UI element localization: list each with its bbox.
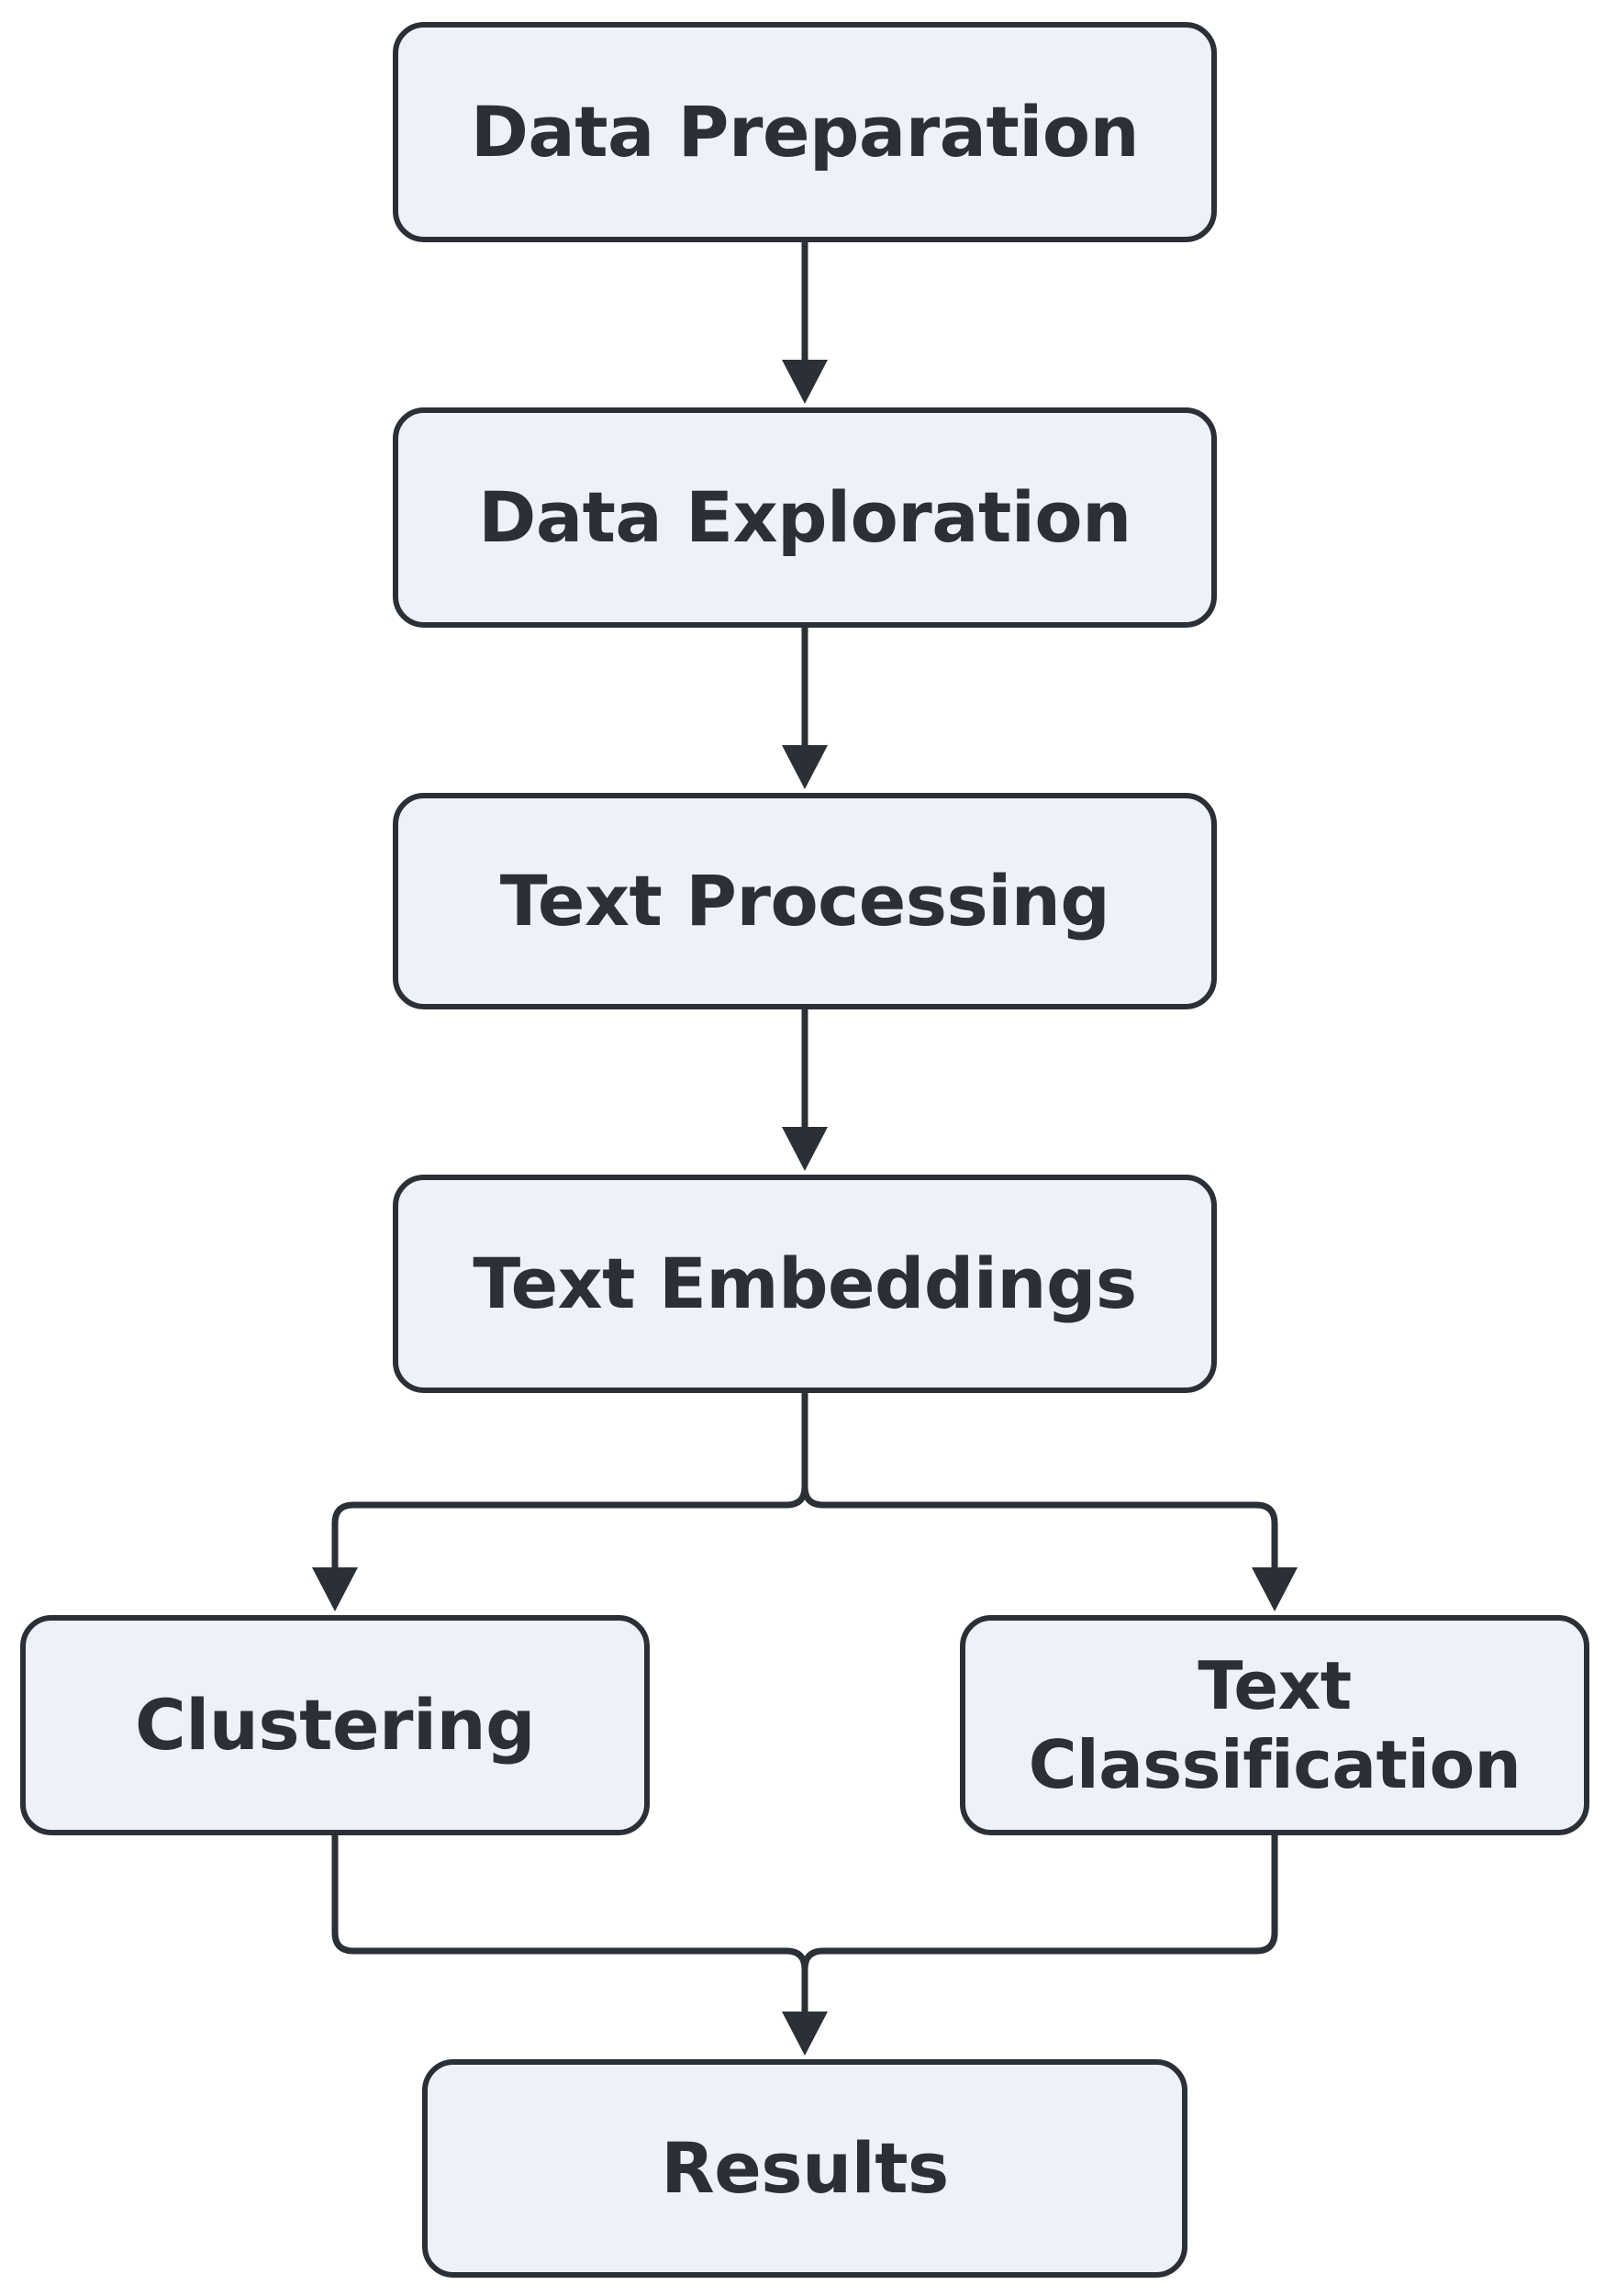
arrowhead-classify [1252,1567,1298,1611]
node-text-embeddings: Text Embeddings [393,1175,1217,1393]
node-label: Data Preparation [470,91,1140,173]
node-data-exploration: Data Exploration [393,407,1217,628]
node-text-processing: Text Processing [393,793,1217,1009]
edge-cluster-to-results [331,1832,808,2019]
edge-classify-to-results [801,1832,1278,1973]
node-label-group: Text Classification [1029,1646,1521,1805]
edge-embed-to-cluster [331,1389,808,1575]
node-results: Results [422,2059,1187,2278]
arrowhead-results [782,2012,828,2056]
node-label: Clustering [134,1684,536,1767]
node-clustering: Clustering [20,1615,650,1835]
node-label: Results [661,2127,949,2210]
node-label: Text Embeddings [473,1243,1137,1325]
node-label-line1: Text [1198,1646,1352,1724]
node-label: Text Processing [499,860,1110,942]
node-text-classification: Text Classification [960,1615,1589,1835]
node-label-line2: Classification [1028,1726,1521,1803]
arrowhead-process [782,745,828,789]
node-label: Data Exploration [478,476,1131,559]
edge-embed-to-classify [801,1483,1278,1575]
arrowhead-embed [782,1127,828,1171]
node-data-preparation: Data Preparation [393,22,1217,242]
arrowhead-cluster [312,1567,358,1611]
arrowhead-explore [782,360,828,404]
